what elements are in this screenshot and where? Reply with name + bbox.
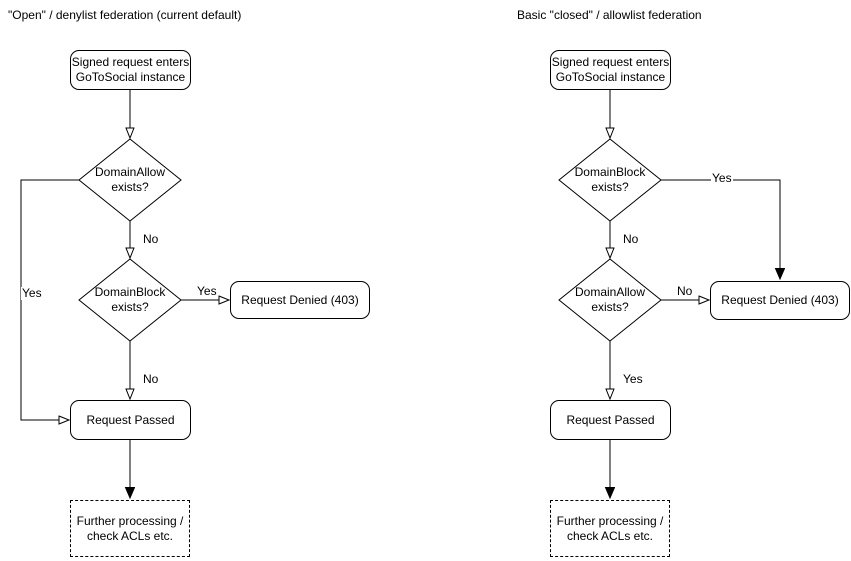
left-chart-title: "Open" / denylist federation (current de… — [8, 8, 242, 22]
left-decision2-label: DomainBlock exists? — [94, 285, 166, 314]
left-edge-label-decision2-no: No — [142, 372, 160, 386]
right-edge-decision1-yes-to-denied — [661, 179, 780, 279]
right-further-processing-node: Further processing / check ACLs etc. — [550, 500, 670, 557]
right-decision2-diamond — [558, 258, 662, 342]
left-decision1-diamond — [78, 138, 182, 222]
right-edge-label-decision1-no: No — [622, 232, 640, 246]
right-edge-label-decision2-no: No — [676, 284, 694, 298]
left-further-processing-node: Further processing / check ACLs etc. — [70, 500, 190, 557]
right-passed-node: Request Passed — [550, 400, 671, 440]
right-decision2-label: DomainAllow exists? — [574, 285, 646, 314]
right-denied-node: Request Denied (403) — [710, 281, 850, 320]
right-decision1-diamond — [558, 138, 662, 222]
left-edge-label-decision1-yes: Yes — [21, 286, 43, 300]
left-decision2-diamond — [78, 258, 182, 342]
right-edge-label-decision2-yes: Yes — [622, 372, 644, 386]
left-denied-node: Request Denied (403) — [230, 281, 370, 319]
left-decision1-label: DomainAllow exists? — [94, 165, 166, 194]
right-start-node: Signed request enters GoToSocial instanc… — [550, 50, 671, 90]
right-chart-title: Basic "closed" / allowlist federation — [517, 8, 702, 22]
right-edge-label-decision1-yes: Yes — [711, 171, 733, 185]
left-edge-decision1-yes-to-passed — [20, 179, 79, 420]
left-edge-label-decision2-yes: Yes — [196, 284, 218, 298]
left-start-node: Signed request enters GoToSocial instanc… — [70, 50, 191, 90]
right-decision1-label: DomainBlock exists? — [574, 165, 646, 194]
left-edge-label-decision1-no: No — [142, 232, 160, 246]
left-passed-node: Request Passed — [70, 400, 191, 440]
